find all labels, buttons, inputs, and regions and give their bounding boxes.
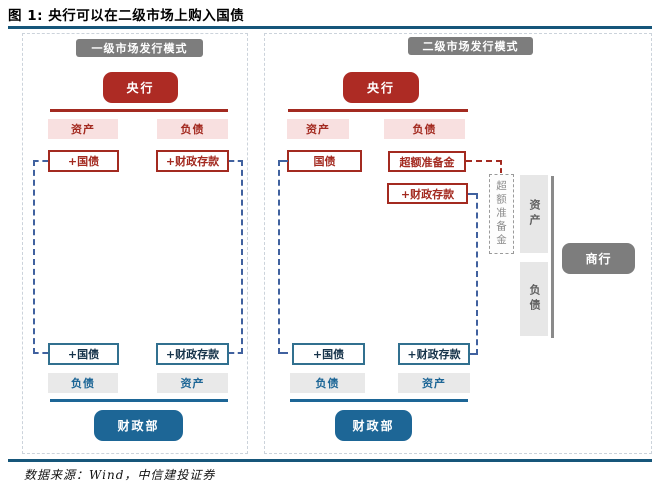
commercial-bank-assets-vertical-box: 资产	[520, 175, 548, 253]
right-dashed-connector-fiscal	[468, 193, 478, 355]
right-dashed-bracket-left	[278, 160, 288, 354]
left-mof-rule	[50, 399, 228, 402]
right-mof-assets-column-label: 资产	[398, 373, 470, 393]
left-central-bank-rule	[50, 109, 228, 112]
commercial-bank-box: 商行	[562, 243, 635, 274]
commercial-bank-reserve-vertical-box: 超额准备金	[489, 174, 514, 254]
left-ministry-of-finance-box: 财政部	[94, 410, 183, 441]
right-cb-assets-column-label: 资产	[287, 119, 349, 139]
commercial-bank-liabilities-vertical-box: 负债	[520, 262, 548, 336]
left-dashed-bracket-right	[229, 160, 243, 354]
right-cb-bond-entry: 国债	[287, 150, 362, 172]
left-cb-bond-entry: +国债	[48, 150, 119, 172]
right-mof-bond-entry: +国债	[292, 343, 365, 365]
right-ministry-of-finance-box: 财政部	[335, 410, 412, 441]
right-mof-rule	[290, 399, 468, 402]
left-dashed-bracket-left	[33, 160, 48, 354]
source-note: 数据来源：Wind，中信建投证券	[24, 468, 216, 482]
right-central-bank-rule	[288, 109, 468, 112]
commercial-bank-brace-line	[551, 176, 554, 338]
left-central-bank-box: 央行	[103, 72, 178, 103]
left-mof-bond-entry: +国债	[48, 343, 119, 365]
source-divider-rule	[8, 459, 652, 462]
figure-title: 图 1: 央行可以在二级市场上购入国债	[8, 8, 245, 24]
left-cb-fiscal-deposit-entry: +财政存款	[156, 150, 229, 172]
left-cb-liabilities-column-label: 负债	[157, 119, 228, 139]
left-mof-liabilities-column-label: 负债	[48, 373, 118, 393]
left-cb-assets-column-label: 资产	[48, 119, 118, 139]
right-mof-fiscal-deposit-entry: +财政存款	[398, 343, 470, 365]
right-cb-liabilities-column-label: 负债	[384, 119, 465, 139]
right-mof-liabilities-column-label: 负债	[290, 373, 365, 393]
right-central-bank-box: 央行	[343, 72, 419, 103]
right-cb-fiscal-deposit-entry: +财政存款	[387, 183, 468, 204]
secondary-market-header: 二级市场发行模式	[408, 37, 533, 55]
left-mof-assets-column-label: 资产	[157, 373, 228, 393]
title-divider-rule	[8, 26, 652, 29]
left-mof-fiscal-deposit-entry: +财政存款	[156, 343, 229, 365]
red-dashed-connector	[466, 160, 502, 173]
right-cb-excess-reserve-entry: 超额准备金	[388, 151, 466, 172]
primary-market-header: 一级市场发行模式	[76, 39, 203, 57]
